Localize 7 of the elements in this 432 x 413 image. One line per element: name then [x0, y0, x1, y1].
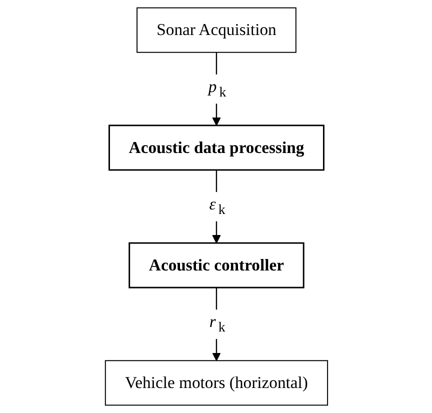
edge-label: r$_{k}$: [208, 312, 225, 336]
node-box: Vehicle motors (horizontal): [104, 360, 328, 406]
node-box: Acoustic controller: [128, 242, 304, 288]
node-box: Acoustic data processing: [108, 124, 324, 171]
edge-label: p$_{k}$: [208, 77, 226, 100]
edge-label: ε$_{k}$: [208, 194, 225, 218]
node-box: Sonar Acquisition: [136, 7, 296, 53]
